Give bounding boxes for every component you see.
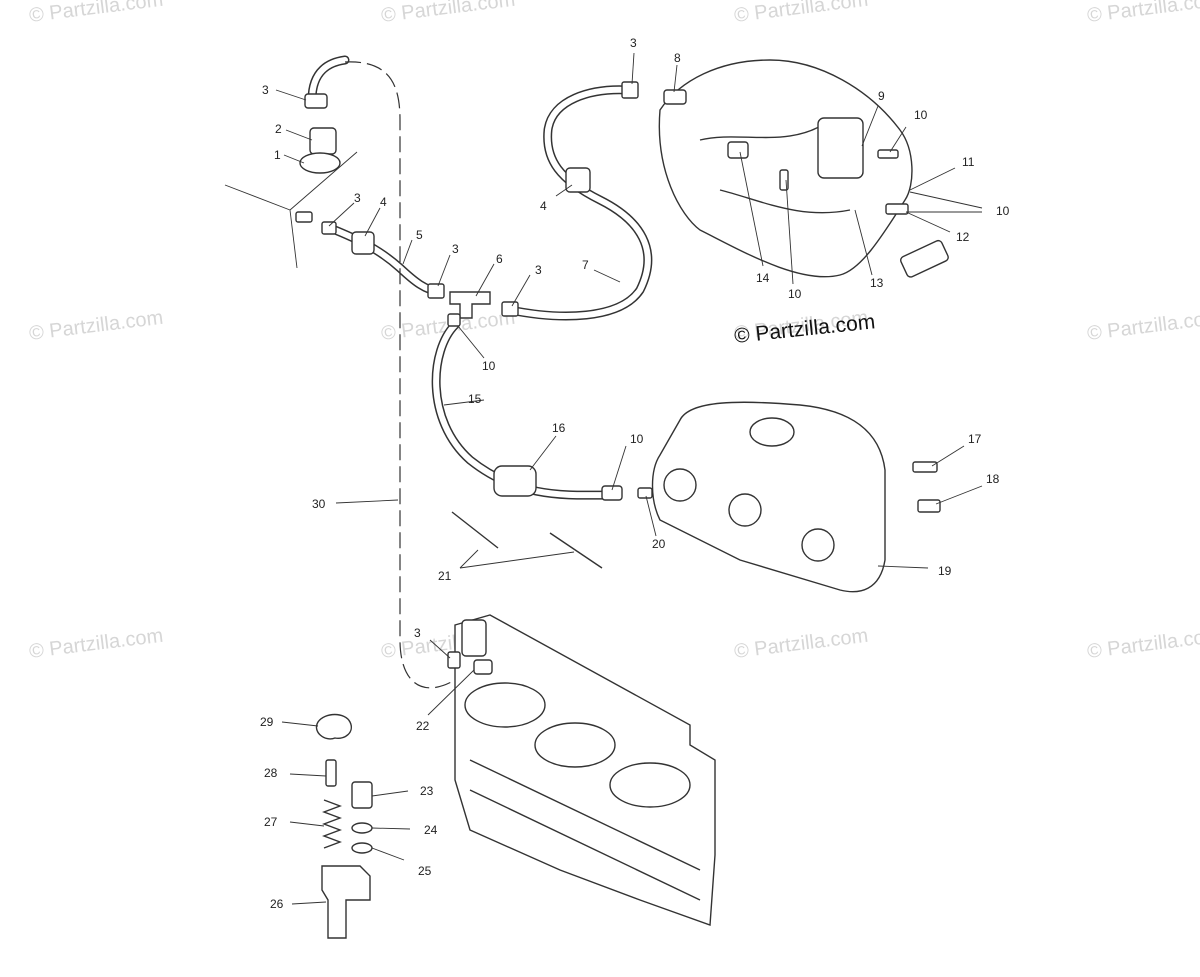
elbow-10b [447,313,461,327]
callout: 17 [968,432,982,446]
fitting-10d [877,149,899,159]
nipple-20 [637,487,653,499]
callout: 27 [264,815,278,829]
bolt-17 [912,461,938,473]
housing-26 [321,865,371,939]
callout: 3 [452,242,459,256]
callout: 1 [274,148,281,162]
fitting-12 [885,203,909,215]
muffler-assembly [658,59,949,278]
watermark: © Partzilla.com [28,625,164,663]
callout: 22 [416,719,430,733]
studs-21 [451,511,603,569]
callout: 7 [582,258,589,272]
callout: 3 [354,191,361,205]
callout: 11 [962,155,975,169]
clamp-3d [501,301,519,317]
clamp-8 [663,89,687,105]
callout: 3 [414,626,421,640]
callout: 4 [540,199,547,213]
callout: 6 [496,252,503,266]
watermark: © Partzilla.com [1086,0,1200,27]
bolt-18 [917,499,941,513]
screw-23 [351,781,373,809]
engine-cylinders [447,614,716,926]
callout: 13 [870,276,884,290]
callout: 30 [312,497,326,511]
washer-24 [351,822,373,834]
callout: 10 [996,204,1010,218]
callout: 8 [674,51,681,65]
fitting-22 [473,659,493,675]
exhaust-manifold [637,401,941,593]
sleeve-4a [351,231,375,255]
callout: 5 [416,228,423,242]
watermark: © Partzilla.com [28,0,164,27]
watermark-layer: © Partzilla.com © Partzilla.com © Partzi… [28,0,1200,663]
gasket-1 [299,152,341,174]
callout: 25 [418,864,432,878]
callout: 10 [788,287,802,301]
clamp-3e [621,81,639,99]
callout: 23 [420,784,434,798]
watermark: © Partzilla.com [28,307,164,345]
fitting-22a [461,619,487,657]
sensor-9 [817,117,864,179]
callout: 4 [380,195,387,209]
fitting-14 [727,141,749,159]
callout: 19 [938,564,952,578]
callout: 10 [482,359,496,373]
callout: 15 [468,392,482,406]
callouts: 3 2 1 3 4 5 3 6 3 7 3 8 4 9 10 11 10 12 … [260,36,1010,911]
callout: 29 [260,715,274,729]
sleeve-4b [565,167,591,193]
probe-28 [325,759,337,787]
hose-route-30 [344,61,456,689]
watermark: © Partzilla.com [733,625,869,663]
callout: 2 [275,122,282,136]
clamp-3b [321,221,337,235]
watermark: © Partzilla.com [1086,307,1200,345]
callout: 3 [535,263,542,277]
gasket-29 [315,713,352,740]
sensor-components [315,713,373,939]
callout: 18 [986,472,1000,486]
tee-fitting-6 [449,291,491,319]
callout: 10 [914,108,928,122]
elbow-10 [601,485,623,501]
watermark: © Partzilla.com [733,0,869,27]
sleeve-16 [493,465,537,497]
callout: 10 [630,432,644,446]
clamp-3c [427,283,445,299]
reference-lines [224,151,358,269]
callout: 14 [756,271,770,285]
callout: 9 [878,89,885,103]
callout: 3 [630,36,637,50]
fittings [295,81,639,501]
fitting-left [295,211,313,223]
spring-27 [322,799,342,849]
washer-25 [351,842,373,854]
leader-lines [275,52,983,905]
clamp-3f [447,651,461,669]
watermark: © Partzilla.com [1086,625,1200,663]
callout: 26 [270,897,284,911]
callout: 20 [652,537,666,551]
callout: 28 [264,766,278,780]
callout: 3 [262,83,269,97]
clamp-3a [304,93,328,109]
fitting-2 [309,127,337,155]
hose-lines [307,55,653,500]
callout: 21 [438,569,452,583]
callout: 16 [552,421,566,435]
callout: 24 [424,823,438,837]
watermark: © Partzilla.com [380,0,516,27]
valve-13 [900,239,949,278]
callout: 12 [956,230,970,244]
